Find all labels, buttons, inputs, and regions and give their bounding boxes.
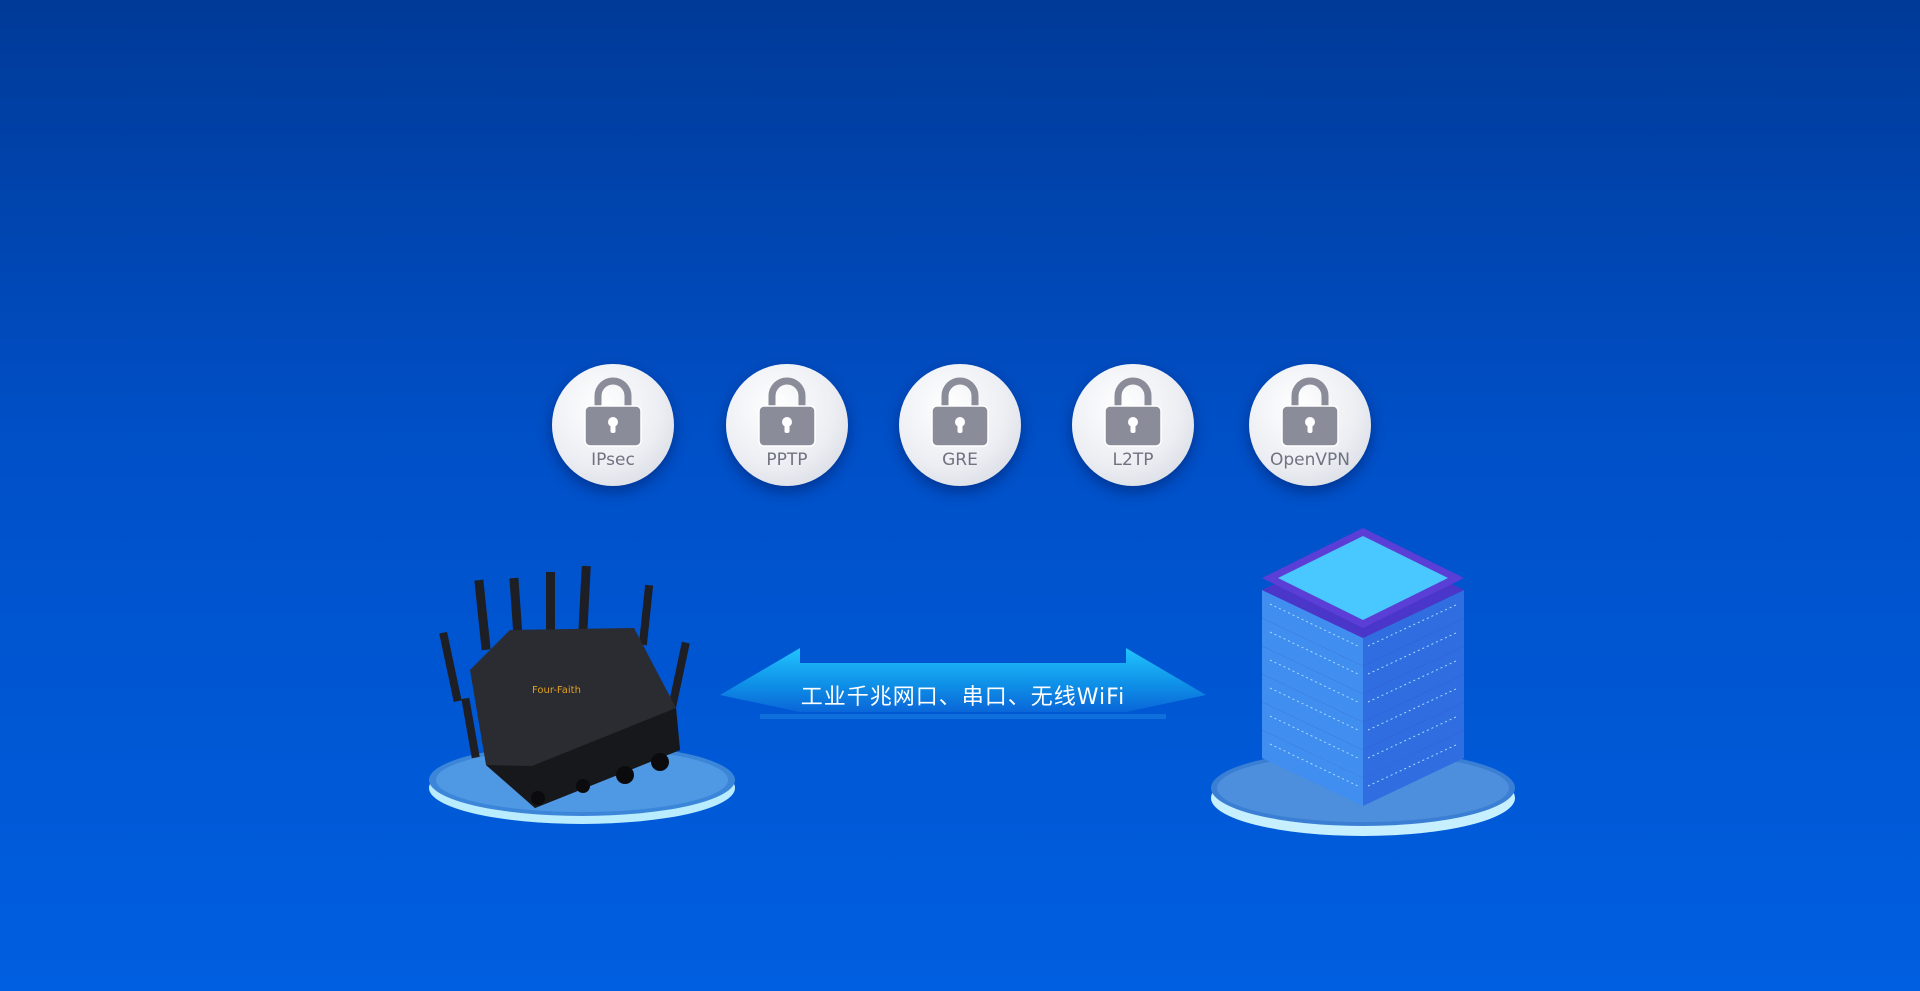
- protocol-badge-gre: GRE: [899, 364, 1021, 486]
- lock-icon: [1281, 377, 1339, 447]
- protocol-label: OpenVPN: [1269, 450, 1350, 470]
- protocol-badge-openvpn: OpenVPN: [1249, 364, 1371, 486]
- protocol-label: L2TP: [1112, 450, 1154, 470]
- protocol-label: PPTP: [766, 450, 808, 470]
- protocol-badge-ipsec: IPsec: [552, 364, 674, 486]
- server-stack: [1211, 528, 1515, 836]
- router-device: Four-Faith: [429, 565, 735, 824]
- lock-icon: [1104, 377, 1162, 447]
- lock-icon: [931, 377, 989, 447]
- protocol-badge-l2tp: L2TP: [1072, 364, 1194, 486]
- protocol-label: GRE: [942, 450, 978, 470]
- lock-icon: [584, 377, 642, 447]
- bidirectional-arrow: [720, 648, 1206, 719]
- protocol-badge-pptp: PPTP: [726, 364, 848, 486]
- lock-icon: [758, 377, 816, 447]
- brand-logo: Four-Faith: [532, 685, 581, 696]
- protocol-label: IPsec: [591, 450, 635, 470]
- link-label: 工业千兆网口、串口、无线WiFi: [800, 685, 1126, 710]
